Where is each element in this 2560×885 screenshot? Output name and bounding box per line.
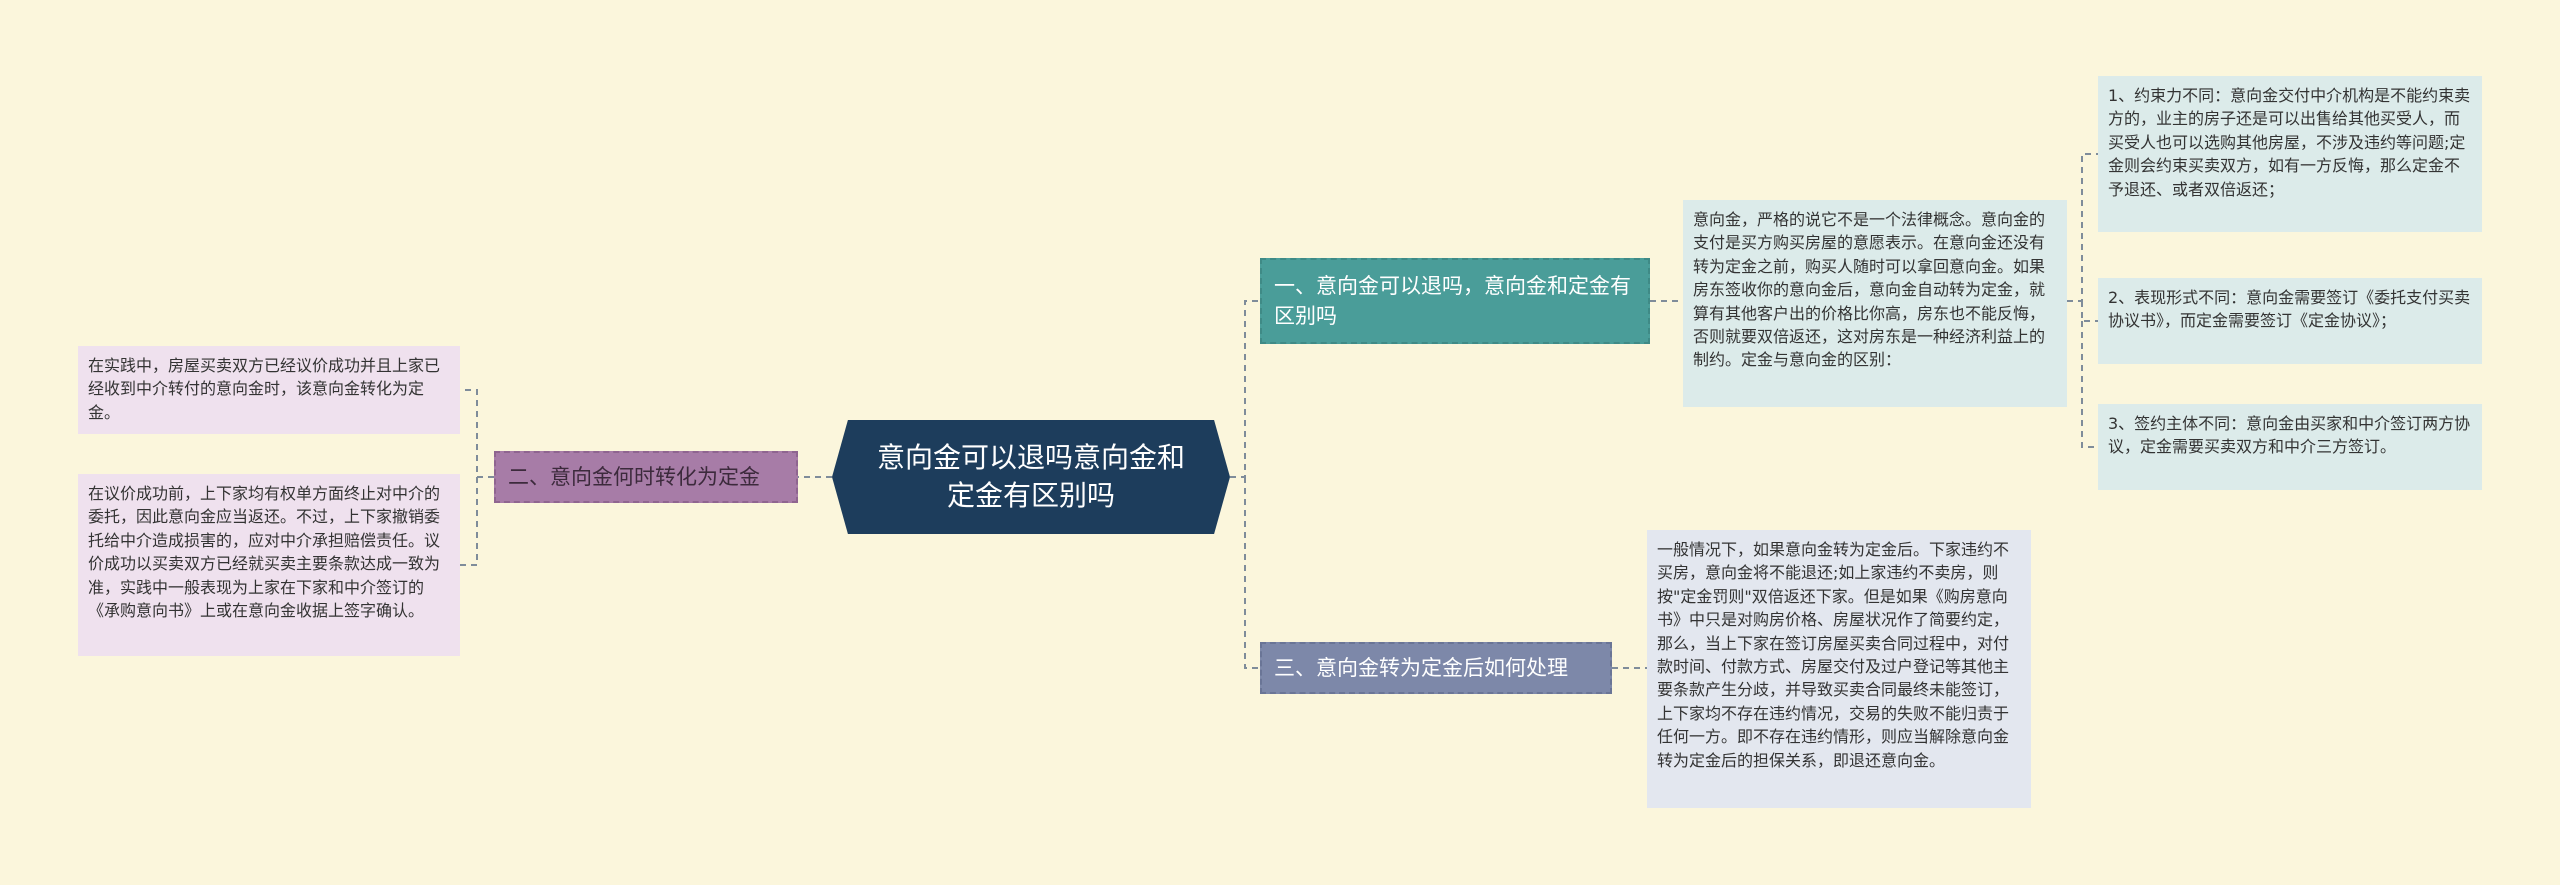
- branch-topic-after-conversion[interactable]: 三、意向金转为定金后如何处理: [1260, 642, 1612, 694]
- connector-detail-points: [2067, 153, 2098, 448]
- root-topic[interactable]: 意向金可以退吗意向金和定金有区别吗: [832, 420, 1230, 534]
- point-conversion-practice[interactable]: 在实践中，房屋买卖双方已经议价成功并且上家已经收到中介转付的意向金时，该意向金转…: [78, 346, 460, 434]
- branch-topic-conversion[interactable]: 二、意向金何时转化为定金: [494, 451, 798, 503]
- connector-root-branch1: [1230, 300, 1260, 478]
- point-binding-force[interactable]: 1、约束力不同：意向金交付中介机构是不能约束卖方的，业主的房子还是可以出售给其他…: [2098, 76, 2482, 232]
- point-form[interactable]: 2、表现形式不同：意向金需要签订《委托支付买卖协议书》，而定金需要签订《定金协议…: [2098, 278, 2482, 364]
- connector-branch2-leaves: [460, 389, 494, 566]
- connector-root-branch3: [1244, 477, 1260, 669]
- detail-after-conversion[interactable]: 一般情况下，如果意向金转为定金后。下家违约不买房，意向金将不能退还;如上家违约不…: [1647, 530, 2031, 808]
- branch-topic-refundable[interactable]: 一、意向金可以退吗，意向金和定金有区别吗: [1260, 258, 1650, 344]
- detail-intent-money-definition[interactable]: 意向金，严格的说它不是一个法律概念。意向金的支付是买方购买房屋的意愿表示。在意向…: [1683, 200, 2067, 407]
- point-signing-party[interactable]: 3、签约主体不同：意向金由买家和中介签订两方协议，定金需要买卖双方和中介三方签订…: [2098, 404, 2482, 490]
- point-before-agreement[interactable]: 在议价成功前，上下家均有权单方面终止对中介的委托，因此意向金应当返还。不过，上下…: [78, 474, 460, 656]
